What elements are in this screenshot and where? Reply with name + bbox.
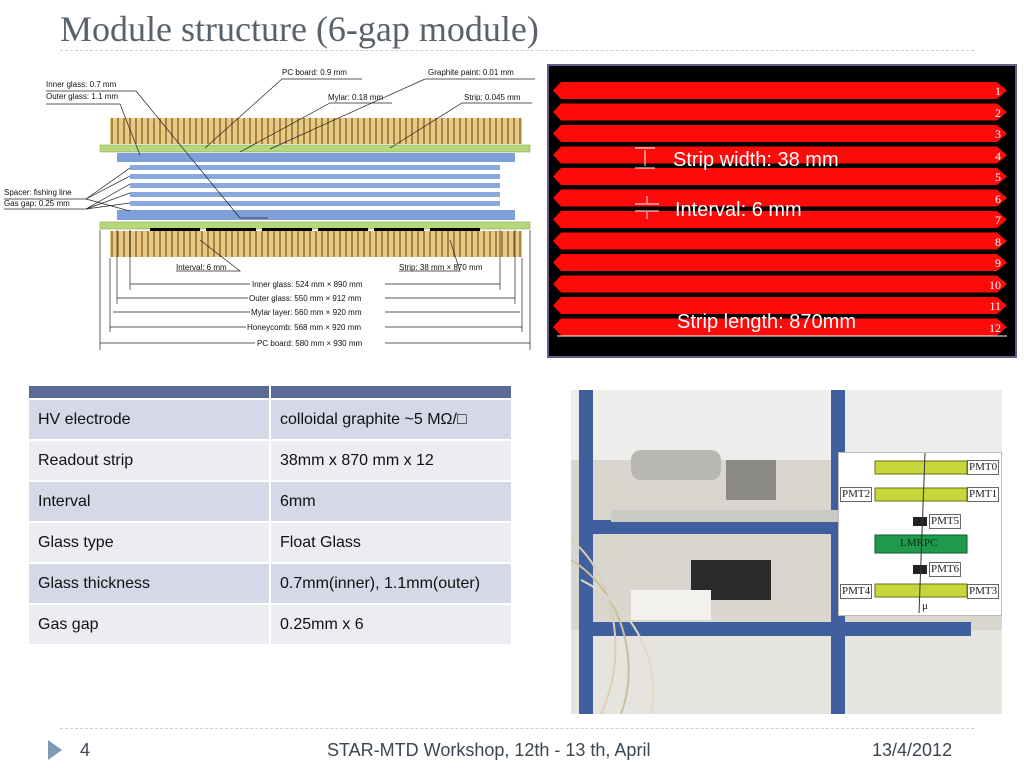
pmt5-label: PMT5 [929,514,962,529]
dim-honeycomb: Honeycomb: 568 mm × 920 mm [247,323,361,332]
value-cell: Float Glass [269,521,513,564]
readout-strip-panel: Strip width: 38 mm Interval: 6 mm Strip … [547,64,1017,358]
interval-label: Interval: 6 mm [176,263,227,272]
strip-number: 9 [995,256,1001,270]
page-number: 4 [80,740,91,760]
inner-glass-stack [130,165,500,206]
strip-length-label: Strip length: 870mm [677,311,856,333]
title-divider [60,50,974,51]
trigger-schematic-inset: PMT0 PMT2 PMT1 PMT5 LMRPC PMT6 PMT4 PMT3… [838,452,1002,616]
readout-strip [553,211,1007,228]
pmt0-label: PMT0 [967,460,1000,475]
dim-outer-glass: Outer glass: 550 mm × 912 mm [249,294,362,303]
outer-glass-bottom [117,210,515,220]
table-header-cell [27,384,271,400]
strip-number: 1 [995,84,1001,98]
strip-number: 8 [995,234,1001,249]
value-cell: 0.25mm x 6 [269,603,513,646]
pc-board-label: PC board: 0.9 mm [282,68,347,77]
footer-event: STAR-MTD Workshop, 12th - 13 th, April [327,740,651,760]
param-cell: Interval [27,480,271,523]
inner-glass-label: Inner glass: 0.7 mm [46,80,117,89]
param-cell: Glass type [27,521,271,564]
strip-number: 2 [995,105,1001,120]
readout-strip [553,125,1007,142]
value-cell: 6mm [269,480,513,523]
module-cross-section-diagram: Inner glass: 0.7 mm Outer glass: 1.1 mm … [4,68,535,350]
readout-strip [553,146,1007,164]
readout-strip [553,82,1007,99]
table-header-row [27,384,513,400]
dim-pc-board: PC board: 580 mm × 930 mm [257,339,362,348]
strip-dim-label: Strip: 38 mm × 870 mm [399,263,483,272]
strip-drawing [553,82,1007,337]
param-cell: Readout strip [27,439,271,482]
muon-label: μ [922,600,928,612]
value-cell: 38mm x 870 mm x 12 [269,439,513,482]
honeycomb-top [110,118,522,144]
strip-number: 11 [989,299,1001,313]
strip-thickness-label: Strip: 0.045 mm [464,93,521,102]
graphite-label: Graphite paint: 0.01 mm [428,68,514,77]
pmt1-label: PMT1 [967,487,1000,502]
value-cell: 0.7mm(inner), 1.1mm(outer) [269,562,513,605]
dim-inner-glass: Inner glass: 524 mm × 890 mm [252,280,363,289]
strip-interval-label: Interval: 6 mm [675,199,802,221]
pmt4-label: PMT4 [840,584,873,599]
param-cell: HV electrode [27,398,271,441]
value-cell: colloidal graphite ~5 MΩ/□ [269,398,513,441]
strip-number: 7 [995,213,1001,227]
strip-number: 3 [995,127,1001,141]
strip-width-label: Strip width: 38 mm [673,149,839,171]
spacer-label: Spacer: fishing line [4,188,72,197]
readout-strip [553,232,1007,250]
readout-strip [553,103,1007,121]
strip-number: 5 [995,170,1001,184]
footer-divider [60,728,974,729]
readout-strip [553,254,1007,271]
pmt3-label: PMT3 [967,584,1000,599]
readout-strip [553,168,1007,185]
strip-number: 6 [995,191,1001,206]
slide-title: Module structure (6-gap module) [60,9,539,49]
strips-row [150,228,480,231]
param-cell: Gas gap [27,603,271,646]
pcb-top [99,144,531,153]
pmt6-label: PMT6 [929,562,962,577]
param-cell: Glass thickness [27,562,271,605]
readout-strip [553,275,1007,293]
strip-number: 4 [995,148,1001,163]
readout-strip [553,189,1007,207]
dim-mylar: Mylar layer: 560 mm × 920 mm [251,308,362,317]
readout-strip [553,318,1007,336]
table-header-cell [269,384,513,400]
mylar-label: Mylar: 0.18 mm [328,93,383,102]
outer-glass-label: Outer glass: 1.1 mm [46,92,118,101]
strip-number: 12 [989,320,1001,335]
slide-marker-icon [48,740,62,760]
pcb-bottom [99,221,531,230]
outer-glass-top [117,153,515,162]
gas-gap-label: Gas gap: 0.25 mm [4,199,70,208]
lmrpc-label: LMRPC [900,537,938,549]
honeycomb-bottom [110,231,522,257]
strip-number: 10 [989,277,1001,292]
pmt2-label: PMT2 [840,487,873,502]
readout-strip [553,297,1007,314]
footer-date: 13/4/2012 [872,740,953,760]
